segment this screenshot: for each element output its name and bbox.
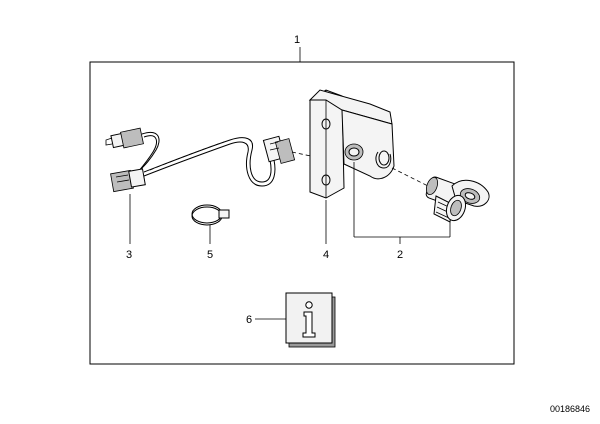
callout-3: 3	[126, 249, 132, 261]
power-socket	[391, 167, 490, 223]
callout-5: 5	[207, 249, 213, 261]
callout-4: 4	[323, 249, 329, 261]
leader-2	[353, 162, 451, 244]
holder-bracket	[308, 89, 395, 199]
info-booklet	[285, 292, 336, 348]
connector-right	[262, 135, 296, 164]
diagram-number: 00186846	[550, 404, 590, 414]
connector-lower	[110, 168, 146, 193]
connector-upper	[105, 127, 144, 149]
callout-1: 1	[294, 34, 300, 46]
wiring-harness	[105, 127, 321, 193]
callout-2: 2	[397, 249, 403, 261]
callout-6: 6	[246, 314, 252, 326]
assembly-frame	[89, 61, 515, 365]
hose-clamp	[191, 204, 230, 226]
info-icon	[302, 301, 316, 338]
